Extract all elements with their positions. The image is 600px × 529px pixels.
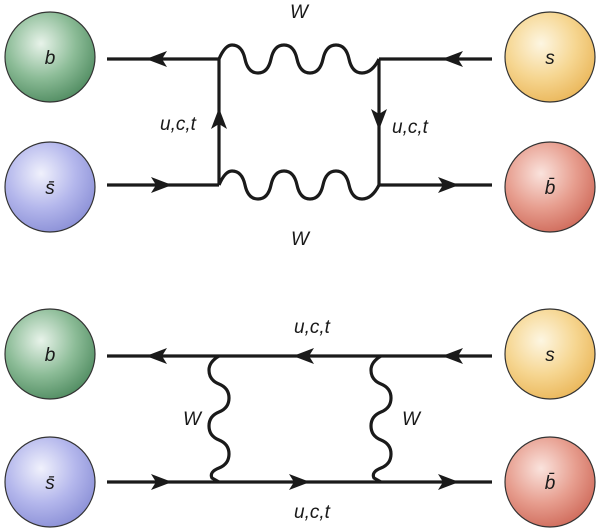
- arrow-left-top-right: [442, 51, 463, 67]
- particle-bbar-bottom-right: b̄: [504, 141, 596, 233]
- particle-b-top-left: b: [4, 308, 96, 400]
- label-quark-top: u,c,t: [294, 317, 331, 338]
- diagram-top: b s̄ s b̄ W W u,c,t: [4, 2, 596, 250]
- particle-bbar-bottom-right: b̄: [504, 436, 596, 528]
- arrow-right-bottom-left: [151, 474, 172, 490]
- label-w-left: W: [183, 409, 203, 430]
- svg-text:b: b: [45, 48, 56, 69]
- label-w-top: W: [290, 2, 310, 23]
- arrow-left-top-middle: [293, 348, 314, 364]
- arrow-right-bottom-middle: [289, 474, 310, 490]
- svg-text:s: s: [545, 48, 555, 69]
- arrow-right-bottom-left: [151, 177, 172, 193]
- svg-text:s̄: s̄: [45, 178, 55, 199]
- svg-text:b̄: b̄: [545, 178, 556, 199]
- label-quark-bottom: u,c,t: [294, 502, 331, 523]
- label-w-right: W: [402, 409, 422, 430]
- w-boson-right: [369, 354, 393, 484]
- w-boson-bottom: [217, 169, 381, 201]
- particle-s-top-right: s: [504, 308, 596, 400]
- arrow-right-bottom-right: [438, 177, 459, 193]
- diagram-bottom: b s̄ s b̄ u,c,t u,c,t W W: [4, 308, 596, 528]
- particle-sbar-bottom-left: s̄: [4, 141, 96, 233]
- arrow-right-bottom-right: [438, 474, 459, 490]
- label-quark-right: u,c,t: [392, 117, 429, 138]
- svg-text:s̄: s̄: [45, 473, 55, 494]
- svg-text:s: s: [545, 345, 555, 366]
- label-quark-left: u,c,t: [160, 114, 197, 135]
- svg-text:b̄: b̄: [545, 473, 556, 494]
- particle-b-top-left: b: [4, 11, 96, 103]
- label-w-bottom: W: [291, 229, 311, 250]
- arrow-down-vertical-right: [371, 109, 387, 130]
- svg-text:b: b: [45, 345, 56, 366]
- particle-sbar-bottom-left: s̄: [4, 436, 96, 528]
- arrow-left-top-left: [146, 51, 167, 67]
- w-boson-top: [217, 43, 381, 75]
- w-boson-left: [207, 354, 231, 484]
- arrow-up-vertical-left: [211, 108, 227, 129]
- arrow-left-top-left: [146, 348, 167, 364]
- arrow-left-top-right: [442, 348, 463, 364]
- particle-s-top-right: s: [504, 11, 596, 103]
